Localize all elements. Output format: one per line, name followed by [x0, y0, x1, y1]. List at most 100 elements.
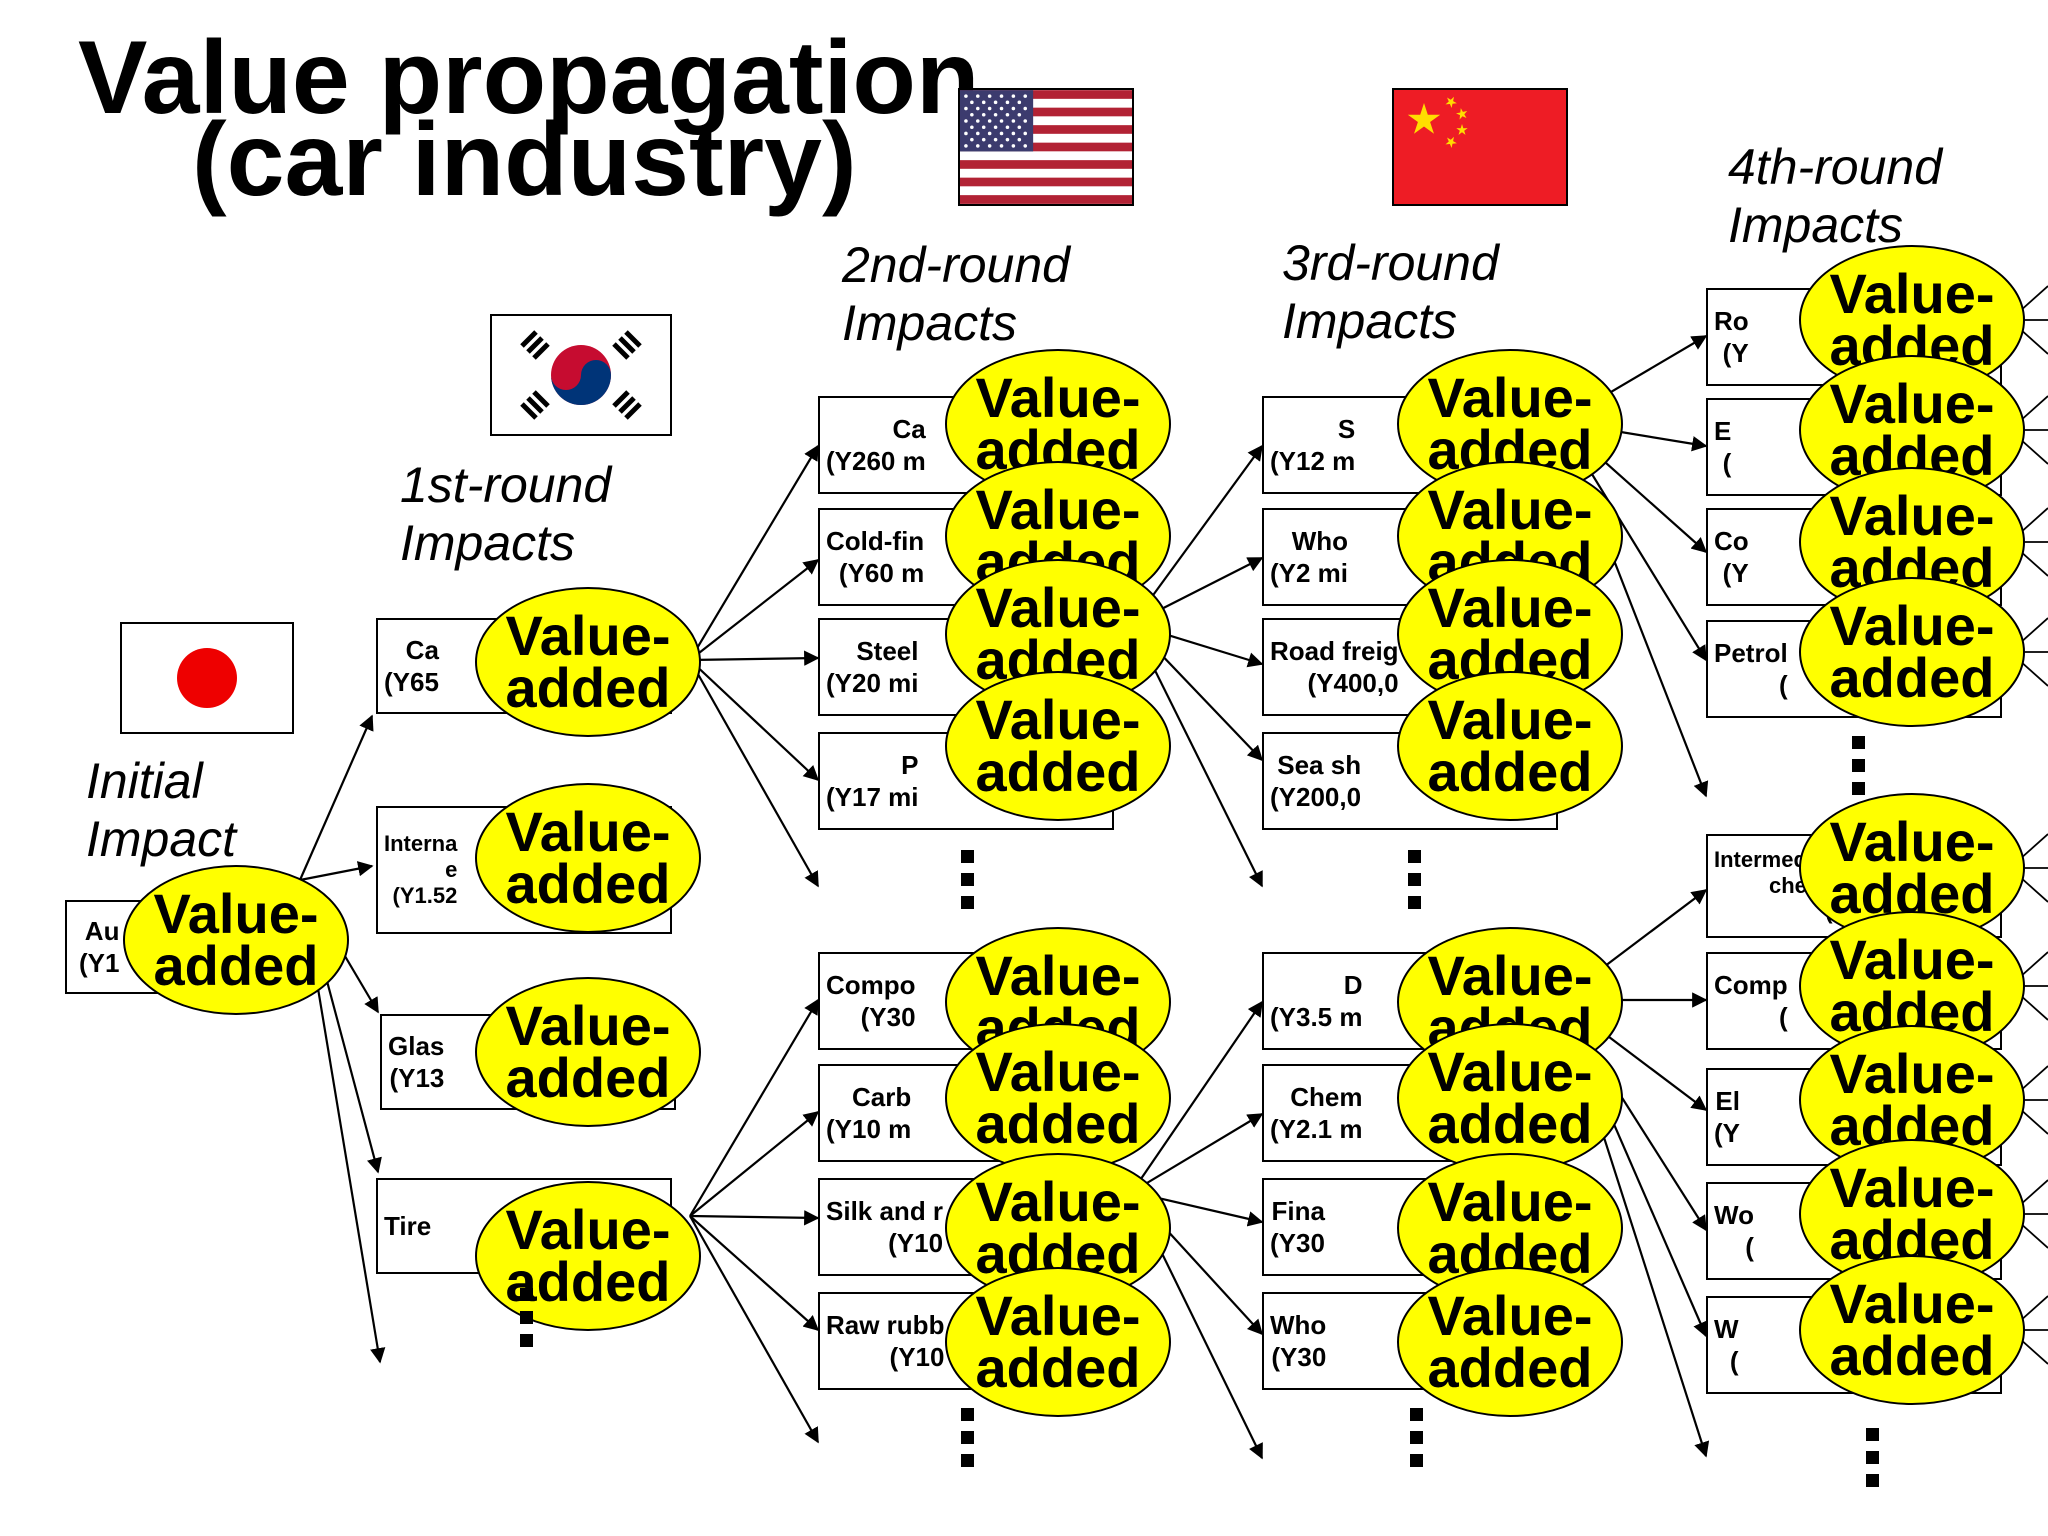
box-text-line: Sea sh: [1277, 750, 1362, 780]
value-added-label-line: Value-: [1427, 1040, 1593, 1103]
value-added-label-line: Value-: [975, 1040, 1141, 1103]
box-text-line: Glas: [388, 1031, 445, 1061]
value-added-label-line: Value-: [975, 576, 1141, 639]
flow-arrow: [689, 444, 819, 661]
value-added-label-line: Value-: [505, 994, 671, 1057]
box-text-line: E: [1714, 416, 1732, 446]
value-added-ellipse-r4-3: Value-added: [1799, 577, 2025, 727]
box-text: Chem(Y2.1 m: [1264, 1081, 1363, 1145]
box-text: Cold-fin(Y60 m: [820, 525, 924, 589]
value-added-label-line: Value-: [1829, 372, 1995, 435]
flow-arrow: [689, 659, 820, 782]
box-text-line: (Y17 mi: [826, 782, 919, 812]
box-text-line: (Y: [1722, 558, 1749, 588]
box-text: Carb(Y10 m: [820, 1081, 911, 1145]
dot: [1410, 1408, 1423, 1421]
continuation-dots-r4-lower: [1866, 1428, 1879, 1497]
box-text: Ca(Y260 m: [820, 413, 926, 477]
box-text-line: Comp: [1714, 970, 1788, 1000]
box-text: S(Y12 m: [1264, 413, 1355, 477]
value-added-label-line: Value-: [1829, 484, 1995, 547]
box-text-line: (Y10: [889, 1342, 945, 1372]
value-added-label-line: Value-: [1427, 688, 1593, 751]
box-text-line: Ca: [405, 635, 439, 665]
value-added-label-line: Value-: [1427, 944, 1593, 1007]
box-text: Ca(Y65: [378, 634, 439, 698]
box-text-line: Ca: [892, 414, 926, 444]
flow-arrow: [1131, 1000, 1263, 1193]
box-text-line: (Y10: [888, 1228, 944, 1258]
value-added-label-line: Value-: [505, 1198, 671, 1261]
round-label-line: 1st-round: [400, 457, 612, 513]
box-text: P(Y17 mi: [820, 749, 919, 813]
page-title-line1: Value propagation: [78, 20, 980, 136]
flow-arrow: [689, 998, 819, 1217]
box-text-line: (Y65: [384, 667, 439, 697]
dot: [961, 1454, 974, 1467]
value-added-ellipse-r2-7: Value-added: [945, 1267, 1171, 1417]
value-added-ellipse-r2-3: Value-added: [945, 671, 1171, 821]
box-text: Raw rubb(Y10: [820, 1309, 944, 1373]
box-text-line: Fina: [1271, 1196, 1325, 1226]
round-label-line: 4th-round: [1728, 139, 1943, 195]
box-text: Tire: [378, 1210, 431, 1242]
round-label-line: Impacts: [1282, 293, 1458, 349]
box-text: Who(Y30: [1264, 1309, 1326, 1373]
box-text-line: Chem: [1290, 1082, 1363, 1112]
box-text-line: e: [445, 857, 458, 882]
value-added-ellipse-r3-3: Value-added: [1397, 671, 1623, 821]
flow-arrow: [299, 861, 374, 882]
box-text-line: (Y400,0: [1307, 668, 1399, 698]
box-text-line: (Y200,0: [1270, 782, 1362, 812]
box-text-line: Ro: [1714, 306, 1749, 336]
box-text-line: Co: [1714, 526, 1749, 556]
continuation-dots-r2-lower: [961, 1408, 974, 1477]
value-added-label-line: added: [975, 1336, 1141, 1399]
box-text-line: (Y30: [1270, 1228, 1325, 1258]
box-text: Wo(: [1708, 1199, 1754, 1263]
value-added-label-line: added: [505, 852, 671, 915]
box-text-line: Tire: [384, 1211, 432, 1241]
box-text-line: Cold-fin: [826, 526, 925, 556]
value-added-label-line: Value-: [1829, 928, 1995, 991]
box-text-line: (: [1729, 1346, 1739, 1376]
page-title-line2: (car industry): [192, 102, 857, 218]
usa-flag: [958, 88, 1134, 206]
value-added-label-line: Value-: [975, 688, 1141, 751]
box-text-line: El: [1715, 1086, 1740, 1116]
value-added-label-line: added: [505, 1250, 671, 1313]
box-text-line: Petrol: [1714, 638, 1788, 668]
box-text: Sea sh(Y200,0: [1264, 749, 1361, 813]
box-text-line: (Y3.5 m: [1270, 1002, 1363, 1032]
flow-arrow: [298, 714, 374, 881]
box-text: Steel(Y20 mi: [820, 635, 919, 699]
box-text-line: (Y30: [1271, 1342, 1327, 1372]
box-text-line: Steel: [856, 636, 919, 666]
continuation-dots-r4-upper: [1852, 736, 1865, 805]
round-label-line: 2nd-round: [842, 237, 1070, 293]
value-added-ellipse-r3-7: Value-added: [1397, 1267, 1623, 1417]
continuation-dots-r3-lower: [1410, 1408, 1423, 1477]
box-text-line: Carb: [852, 1082, 912, 1112]
value-added-ellipse-initial: Value-added: [123, 865, 349, 1015]
box-text-line: Who: [1270, 1310, 1327, 1340]
box-text-line: Compo: [826, 970, 916, 1000]
value-added-label-line: added: [975, 740, 1141, 803]
value-added-label-line: added: [153, 934, 319, 997]
flow-arrow: [689, 1215, 819, 1444]
value-added-ellipse-r1-1: Value-added: [475, 783, 701, 933]
value-added-label-line: Value-: [975, 1170, 1141, 1233]
box-text: Silk and r(Y10: [820, 1195, 943, 1259]
value-added-label-line: Value-: [975, 1284, 1141, 1347]
box-text-line: (Y260 m: [826, 446, 926, 476]
value-added-label-line: Value-: [1427, 576, 1593, 639]
round-label-line: Impacts: [1728, 197, 1904, 253]
dot: [1408, 850, 1421, 863]
value-added-ellipse-r2-5: Value-added: [945, 1023, 1171, 1173]
box-text: Co(Y: [1708, 525, 1749, 589]
value-added-ellipse-r1-3: Value-added: [475, 1181, 701, 1331]
dot: [1852, 759, 1865, 772]
box-text-line: Raw rubb: [826, 1310, 945, 1340]
